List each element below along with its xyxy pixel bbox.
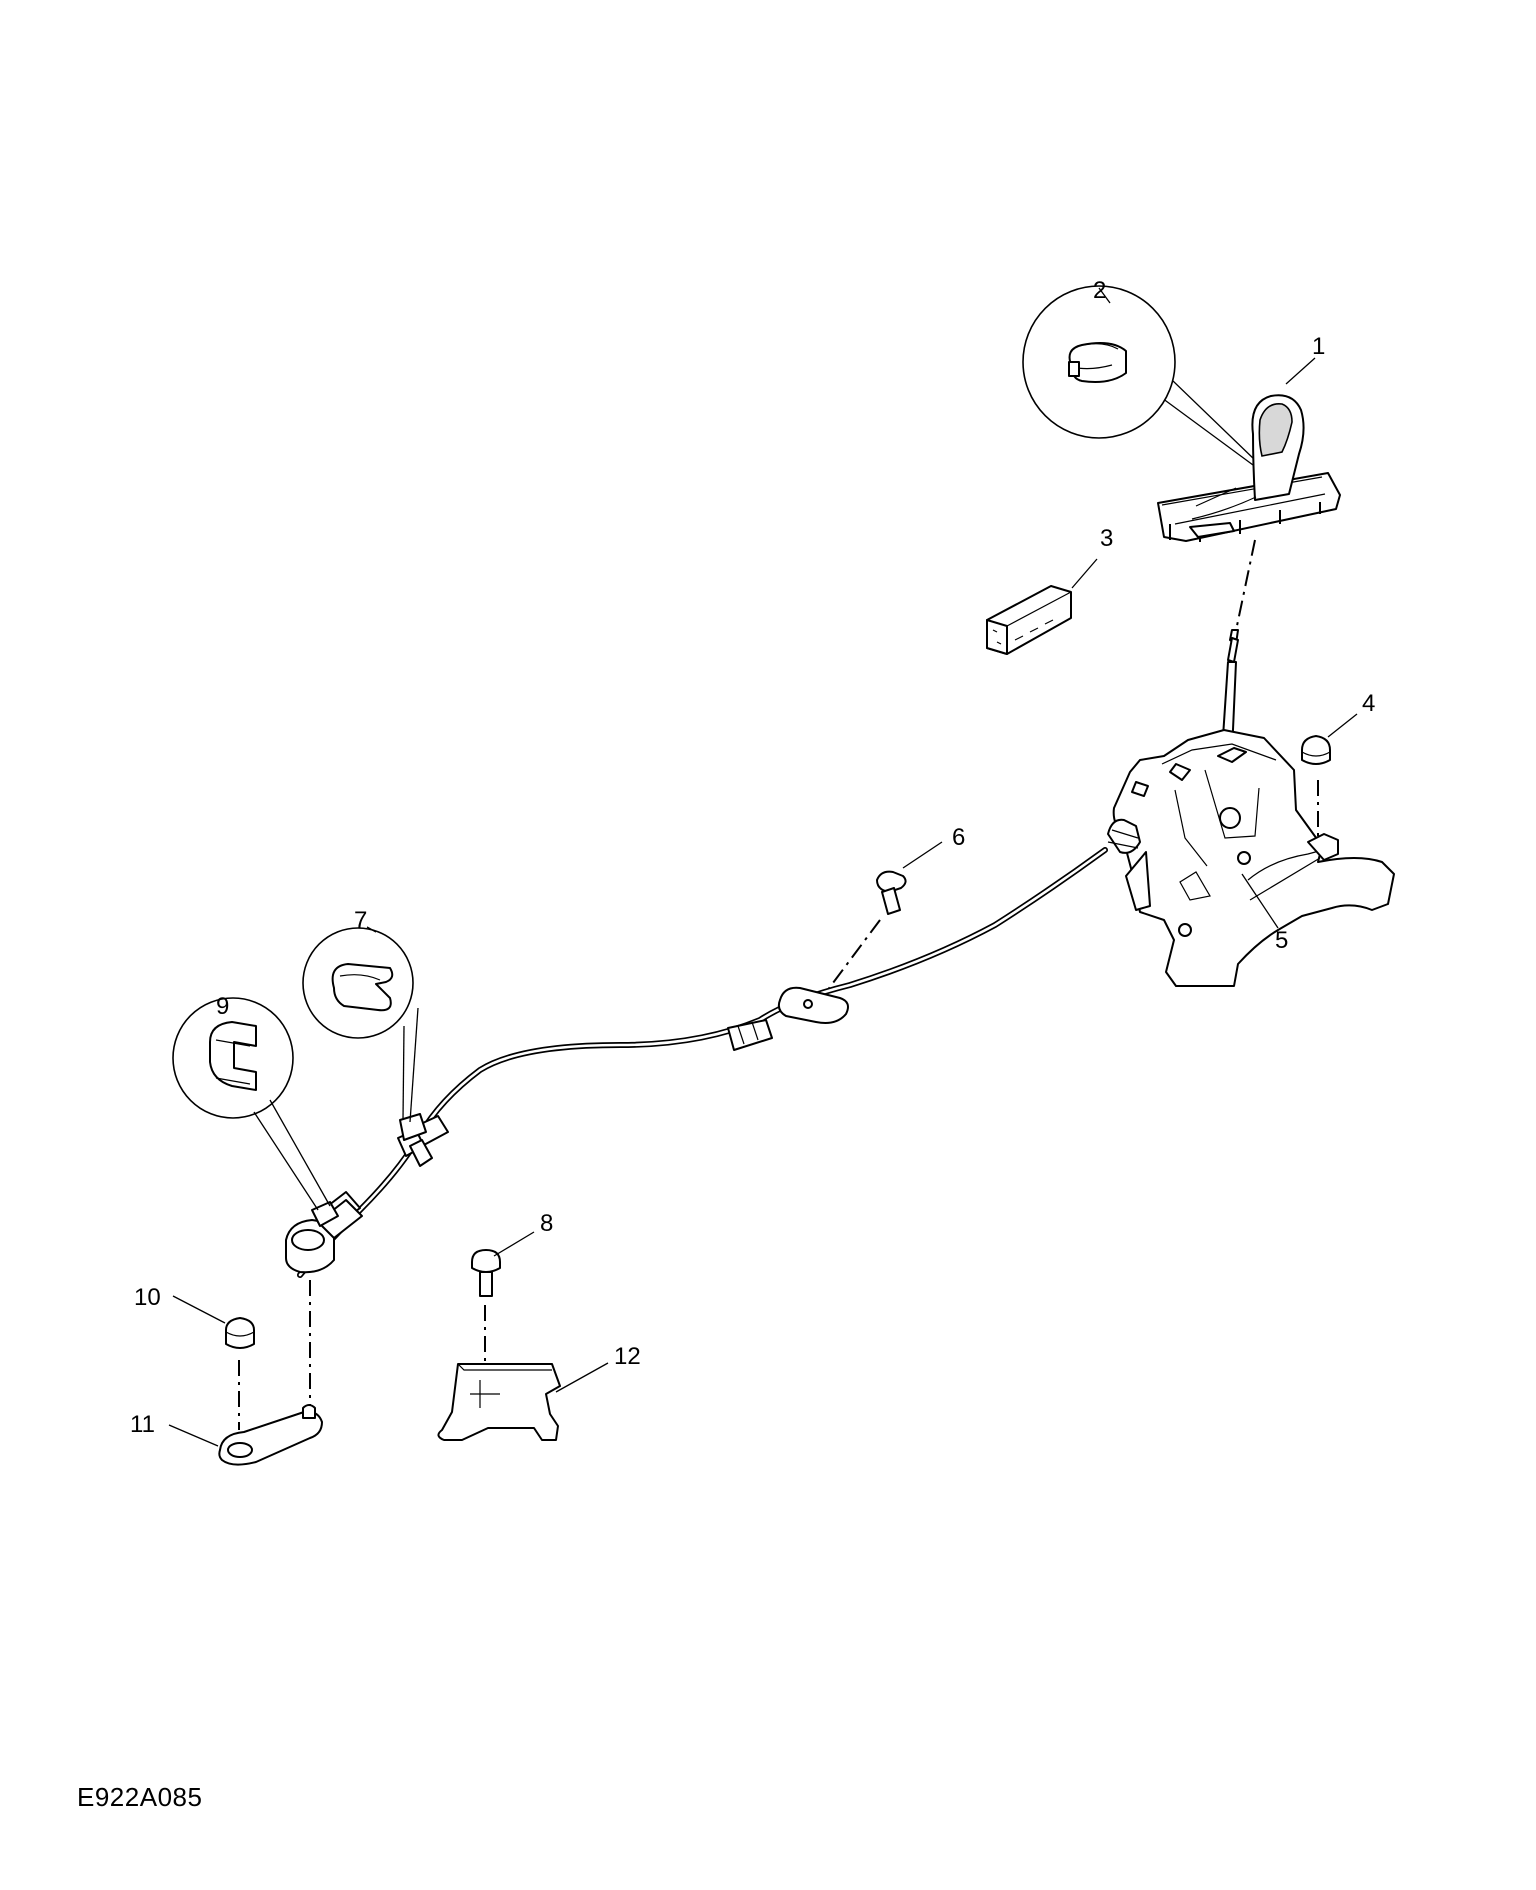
part-6-bolt [876, 841, 943, 915]
part-12-bracket [437, 1362, 609, 1441]
callout-4: 4 [1362, 690, 1375, 717]
callout-2: 2 [1093, 277, 1106, 304]
part-5-selector-cable [285, 847, 1108, 1278]
callout-6: 6 [952, 824, 965, 851]
figure-reference: E922A085 [77, 1782, 203, 1812]
callout-9: 9 [216, 993, 229, 1020]
callout-7: 7 [354, 907, 367, 934]
part-3-switch-module [986, 558, 1098, 655]
callout-10: 10 [134, 1284, 161, 1311]
part-2-detail-view [1022, 285, 1257, 466]
callout-12: 12 [614, 1343, 641, 1370]
callout-labels: 2 1 3 4 6 5 7 9 8 10 12 11 [130, 277, 1375, 1438]
callout-3: 3 [1100, 525, 1113, 552]
callout-8: 8 [540, 1210, 553, 1237]
part-1-selector-lever-knob [1157, 357, 1341, 542]
callout-1: 1 [1312, 333, 1325, 360]
callout-5: 5 [1275, 927, 1288, 954]
part-10-nut [172, 1295, 255, 1349]
part-8-bolt [471, 1231, 535, 1297]
part-9-clip-detail [172, 997, 331, 1211]
part-5-gear-shift-assembly [1107, 629, 1395, 987]
callout-11: 11 [130, 1411, 155, 1438]
part-4-nut [1301, 713, 1358, 765]
part-11-lever [168, 1404, 323, 1466]
part-7-clip-detail [302, 926, 419, 1123]
